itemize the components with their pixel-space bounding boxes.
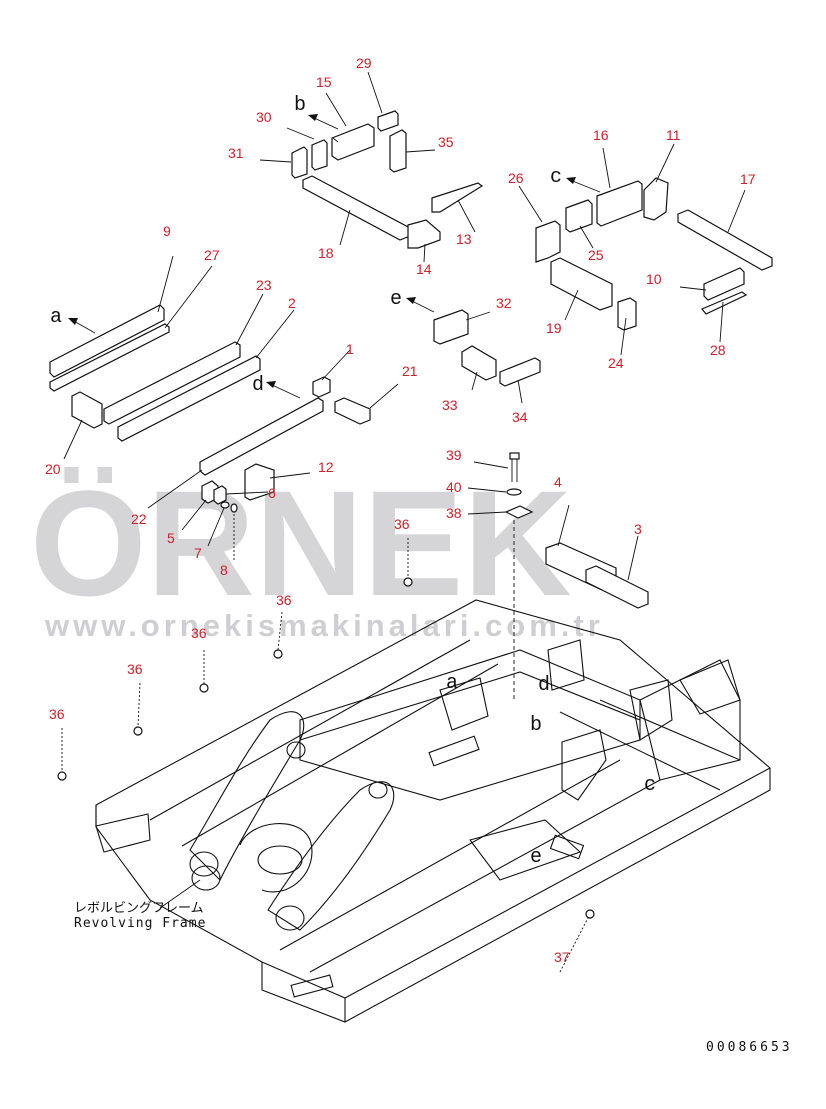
- callout-36-c: 36: [191, 625, 207, 641]
- callout-1: 1: [346, 341, 354, 357]
- view-letter-e: e: [390, 288, 402, 311]
- pads-left: [49, 304, 324, 513]
- callout-26: 26: [508, 170, 524, 186]
- view-letter-d: d: [252, 374, 264, 397]
- callout-2: 2: [288, 295, 296, 311]
- callout-19: 19: [546, 320, 562, 336]
- view-arrows: [68, 114, 601, 399]
- callout-29: 29: [356, 55, 372, 71]
- callout-15: 15: [316, 74, 332, 90]
- callout-13: 13: [456, 231, 472, 247]
- callout-14: 14: [416, 261, 432, 277]
- callout-35: 35: [438, 134, 454, 150]
- callout-39: 39: [446, 447, 462, 463]
- callout-5: 5: [167, 530, 175, 546]
- callout-7: 7: [194, 545, 202, 561]
- callout-38: 38: [446, 505, 462, 521]
- frame-label-jp: レボルビングフレーム: [74, 901, 204, 916]
- callout-10: 10: [646, 271, 662, 287]
- view-letter-a: a: [50, 306, 62, 329]
- callout-24: 24: [608, 355, 624, 371]
- callout-17: 17: [740, 171, 756, 187]
- callout-18: 18: [318, 245, 334, 261]
- callout-30: 30: [256, 109, 272, 125]
- callout-34: 34: [512, 409, 528, 425]
- callout-40: 40: [446, 479, 462, 495]
- pads-middle: [312, 309, 541, 425]
- view-letter-c: c: [550, 166, 562, 189]
- callout-20: 20: [45, 461, 61, 477]
- leaders: [61, 71, 746, 973]
- pads-upper-left: [291, 110, 484, 249]
- bolt-stack: [504, 452, 649, 700]
- callout-3: 3: [634, 521, 642, 537]
- view-letters: a b c d e a b c d e: [50, 94, 656, 869]
- watermark-brand: ÖRNEK: [30, 459, 572, 627]
- view-letter-e-frame: e: [530, 846, 542, 869]
- callout-11: 11: [666, 127, 681, 143]
- callout-36-b: 36: [276, 592, 292, 608]
- callout-4: 4: [554, 474, 562, 490]
- callout-12: 12: [318, 459, 334, 475]
- callout-22: 22: [131, 511, 147, 527]
- callout-36-e: 36: [49, 706, 65, 722]
- callout-33: 33: [442, 397, 458, 413]
- callout-37: 37: [554, 949, 570, 965]
- callout-25: 25: [588, 247, 604, 263]
- callout-6: 6: [268, 485, 276, 501]
- watermark: ÖRNEK www.ornekismakinalari.com.tr: [30, 459, 604, 643]
- callout-23: 23: [256, 277, 272, 293]
- callout-36-d: 36: [127, 661, 143, 677]
- callout-21: 21: [402, 363, 418, 379]
- callout-28: 28: [710, 342, 726, 358]
- view-letter-d-frame: d: [538, 674, 550, 697]
- frame-bolts: [57, 577, 595, 919]
- frame-label-en: Revolving Frame: [74, 916, 206, 931]
- pads-upper-right: [535, 177, 773, 331]
- watermark-url: www.ornekismakinalari.com.tr: [44, 608, 604, 643]
- callout-31: 31: [228, 145, 244, 161]
- view-letter-b-frame: b: [530, 714, 542, 737]
- callout-16: 16: [593, 127, 609, 143]
- callout-9: 9: [163, 223, 171, 239]
- frame-label: レボルビングフレーム Revolving Frame: [74, 879, 206, 931]
- callout-32: 32: [496, 295, 512, 311]
- view-letter-c-frame: c: [644, 774, 656, 797]
- callout-27: 27: [204, 247, 220, 263]
- callout-8: 8: [220, 562, 228, 578]
- view-letter-b: b: [294, 94, 306, 117]
- callouts: 1 2 3 4 5 6 7 8 9 10 11 12 13 14 15 16 1…: [45, 55, 756, 965]
- revolving-frame: [95, 599, 771, 1023]
- view-letter-a-frame: a: [446, 672, 458, 695]
- callout-36-a: 36: [394, 516, 410, 532]
- drawing-number: 00086653: [706, 1040, 793, 1055]
